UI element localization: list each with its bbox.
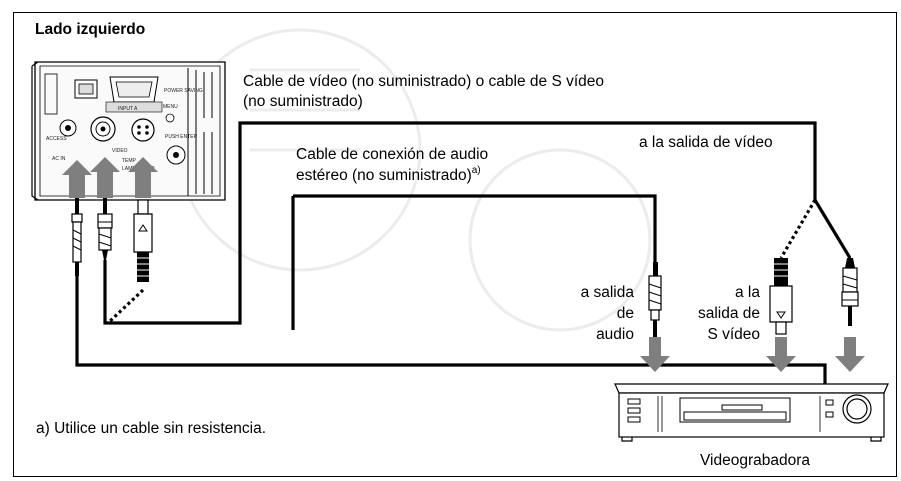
to-s-video-out-line2: salida de [697, 305, 760, 322]
push-enter-label: PUSH ENTER [165, 134, 198, 140]
input-a-label: INPUT A [118, 106, 138, 112]
arrow-s-video-in [128, 157, 158, 198]
vcr-s-video-plug [769, 258, 793, 335]
ac-in-label: AC IN [52, 156, 66, 162]
figure-frame [13, 12, 897, 477]
arrows-to-vcr [640, 337, 865, 372]
arrow-audio-out [640, 337, 670, 372]
video-cable-label-line1: Cable de vídeo (no suministrado) o cable… [243, 73, 605, 90]
s-video-dashed-left [106, 288, 145, 325]
arrow-audio-in [62, 160, 92, 198]
vcr-video-plug [841, 258, 859, 326]
arrows-to-projector [62, 157, 158, 198]
video-label: VIDEO [112, 148, 128, 154]
power-saving-label: POWER SAVING [164, 88, 203, 94]
video-cable [103, 121, 817, 325]
footnote-marker: a) [471, 164, 481, 176]
diagram-title: Lado izquierdo [35, 21, 146, 38]
arrow-video-out [835, 337, 865, 372]
cables [75, 121, 852, 384]
to-video-out-label: a la salida de vídeo [639, 134, 773, 151]
arrow-video-in [90, 157, 120, 198]
footnote-text: a) Utilice un cable sin resistencia. [36, 420, 267, 437]
video-in-port [90, 116, 116, 142]
hdmi-port [74, 79, 98, 99]
to-audio-out-line2: de [616, 305, 634, 322]
temp-label: TEMP [122, 158, 137, 164]
audio-cable-label-line1: Cable de conexión de audio [296, 146, 489, 163]
s-video-dashed-branch [779, 199, 817, 259]
audio-cable [291, 194, 657, 330]
audio-left-cable [75, 276, 827, 384]
s-video-plug [133, 199, 153, 282]
rca-plug [97, 196, 113, 260]
arrow-s-video-out [766, 337, 796, 372]
push-enter-joystick [166, 145, 186, 165]
menu-button [165, 113, 175, 123]
menu-label: MENU [163, 104, 178, 110]
vcr [614, 383, 889, 442]
to-s-video-out-line1: a la [735, 284, 760, 301]
video-cable-end [813, 199, 852, 259]
stereo-mini-plug [71, 196, 83, 276]
to-audio-out-line3: audio [596, 326, 634, 343]
projector: INPUT A POWER SAVING MENU PUSH ENTER [31, 61, 226, 201]
audio-cable-label-line2-text: estéreo (no suministrado) [296, 167, 472, 184]
plugs-projector-side [71, 196, 153, 282]
plugs-vcr-side [648, 258, 859, 338]
access-label: ACCESS [46, 136, 67, 142]
watermark [178, 28, 652, 332]
to-s-video-out-line3: S vídeo [707, 326, 760, 343]
audio-cable-label-line2: estéreo (no suministrado)a) [296, 164, 481, 186]
audio-in-port [59, 119, 77, 137]
ventilation-slot [44, 73, 58, 115]
input-a-port [105, 76, 163, 113]
vcr-label: Videograbadora [699, 452, 811, 469]
video-cable-label-line2: (no suministrado) [243, 93, 363, 110]
s-video-in-port [131, 118, 155, 142]
to-audio-out-line1: a salida [580, 284, 634, 301]
vcr-audio-plug [648, 262, 662, 338]
